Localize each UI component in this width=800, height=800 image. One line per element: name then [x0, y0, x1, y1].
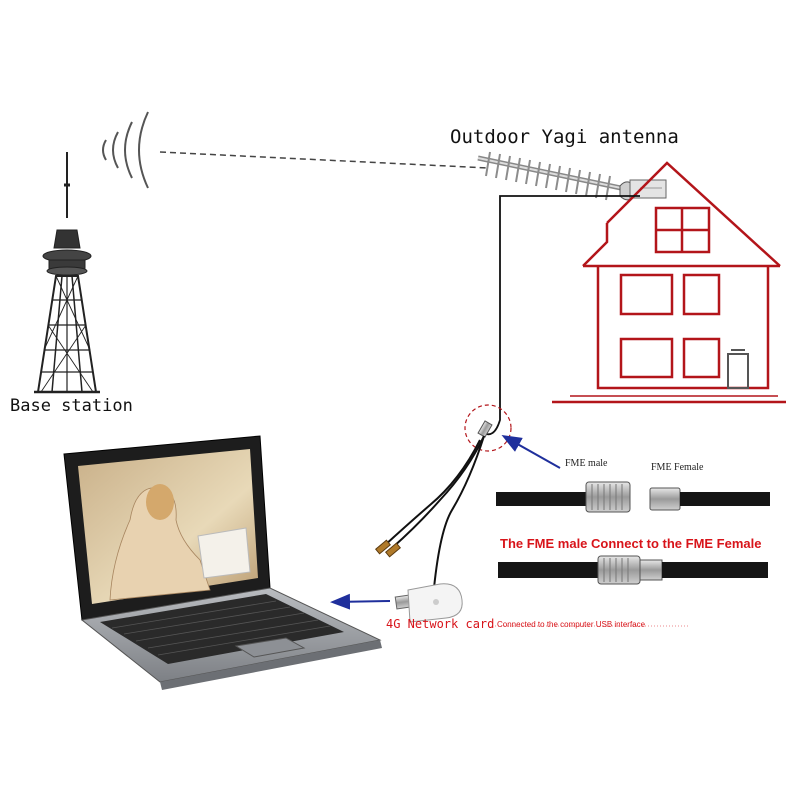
cable-connector-icon	[477, 420, 493, 438]
connector-highlight	[464, 404, 512, 452]
network-card-label: 4G Network card	[386, 617, 495, 631]
screen-person	[109, 487, 211, 601]
usb-note-label: Connected to the computer USB interface	[497, 620, 646, 629]
house-icon	[552, 161, 786, 404]
modem-cables	[383, 435, 485, 589]
antenna-cable	[481, 195, 640, 436]
radio-waves-icon	[102, 111, 149, 189]
fme-connected-connectors	[498, 555, 768, 585]
yagi-antenna-icon	[477, 151, 667, 201]
pointer-arrows	[330, 435, 561, 610]
laptop-icon	[63, 435, 382, 690]
connect-note-label: The FME male Connect to the FME Female	[500, 536, 762, 551]
fme-female-label: FME Female	[651, 462, 704, 473]
base-station-label: Base station	[10, 396, 133, 416]
usb-modem-icon	[394, 583, 463, 623]
signal-link	[159, 151, 489, 169]
yagi-antenna-label: Outdoor Yagi antenna	[450, 126, 679, 148]
fme-separate-connectors	[496, 481, 770, 513]
fme-male-label: FME male	[565, 458, 608, 469]
tower-icon	[34, 152, 100, 394]
